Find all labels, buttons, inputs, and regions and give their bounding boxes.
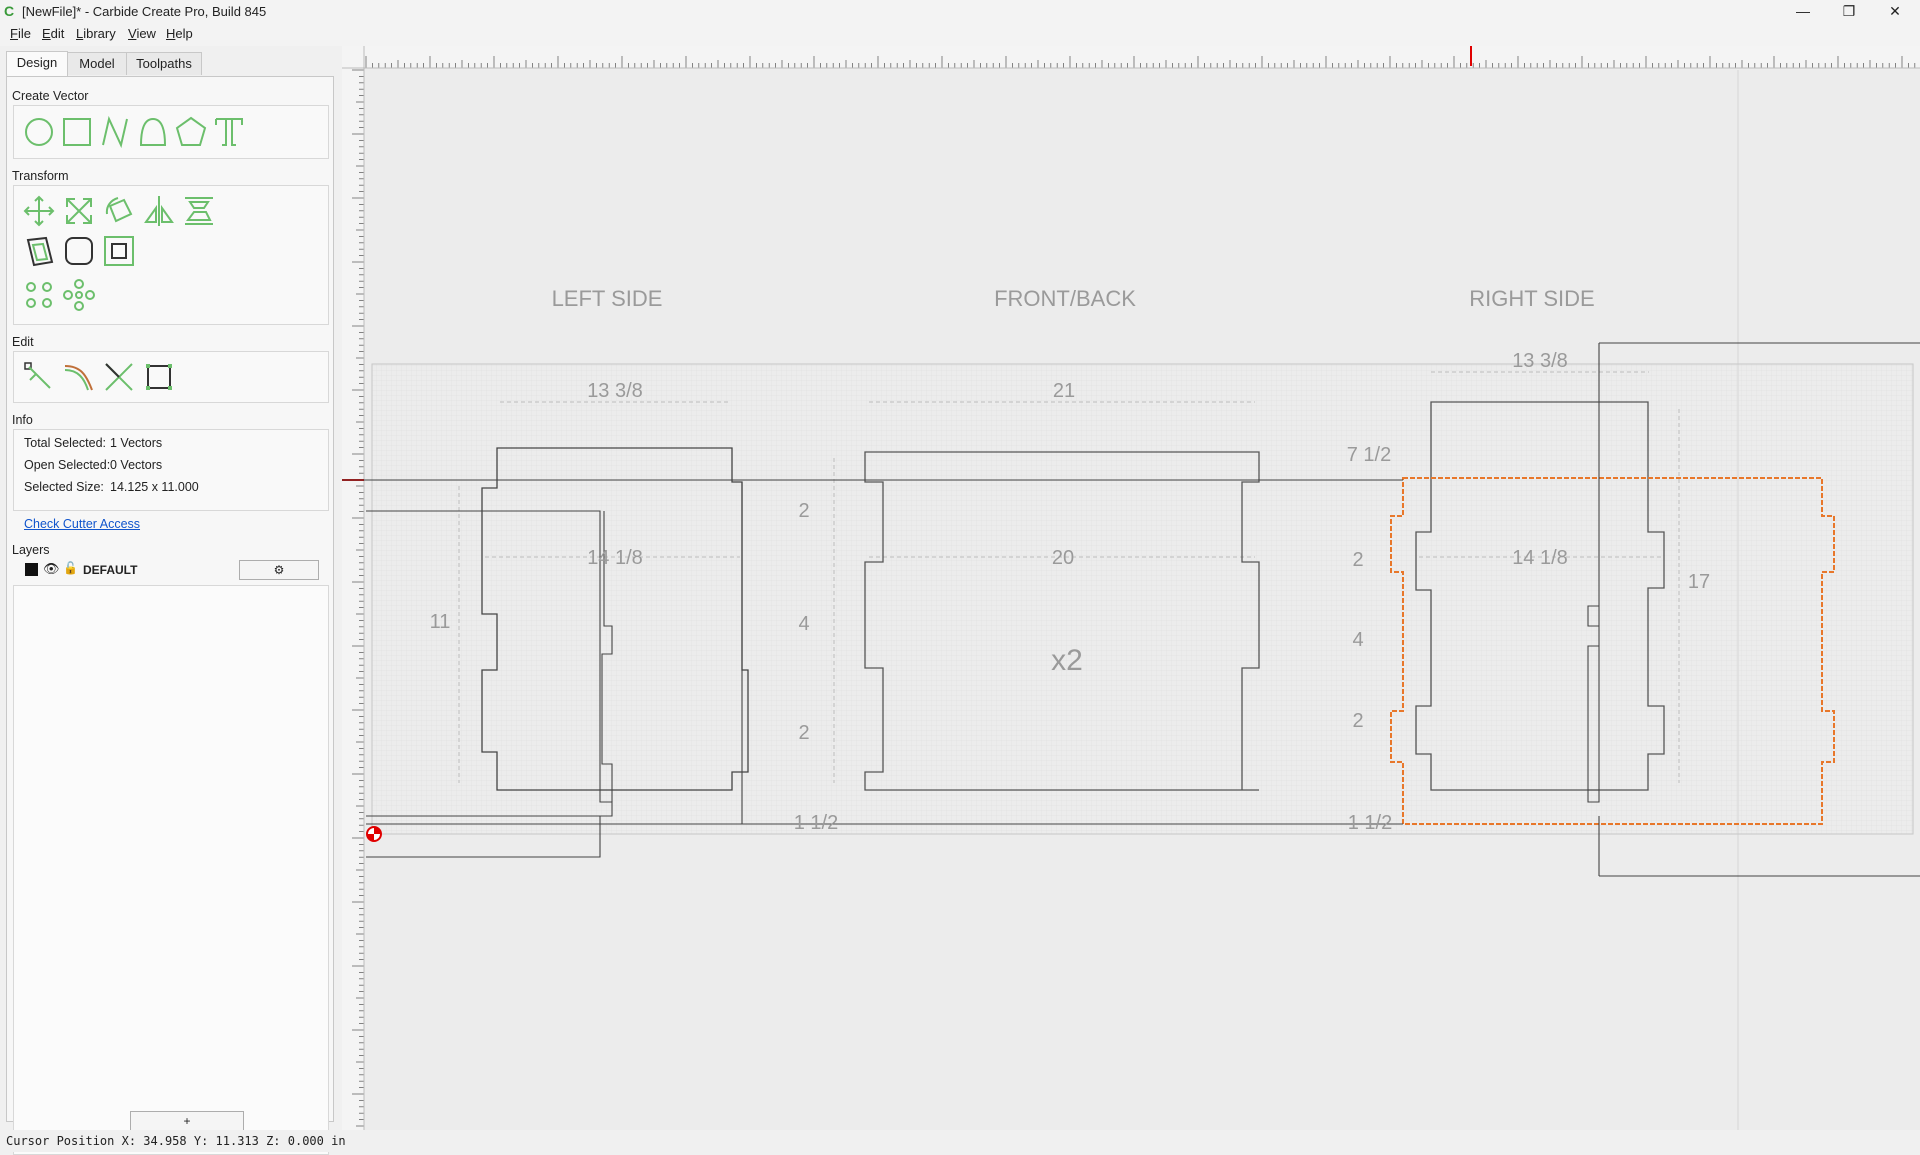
ruler-ticks	[352, 56, 1916, 1127]
rotate-icon[interactable]	[102, 194, 136, 228]
heading-front-back: FRONT/BACK	[994, 286, 1136, 311]
menu-edit[interactable]: Edit	[42, 26, 65, 41]
open-selected-value: 0 Vectors	[110, 458, 163, 472]
layers-list	[13, 585, 329, 1155]
dim-right-4: 4	[1352, 629, 1363, 651]
design-canvas[interactable]: LEFT SIDE FRONT/BACK RIGHT SIDE	[342, 46, 1920, 1130]
left-panel: Design Model Toolpaths Create Vector Tra…	[0, 46, 340, 1155]
menu-library[interactable]: Library	[76, 26, 116, 41]
heading-right-side: RIGHT SIDE	[1469, 286, 1595, 311]
tab-design[interactable]: Design	[6, 51, 68, 76]
inset-icon[interactable]	[102, 234, 136, 268]
horizontal-ruler	[342, 46, 1920, 68]
text-tool-icon[interactable]	[212, 115, 246, 149]
dim-front-2b: 2	[798, 722, 809, 744]
info-group: Total Selected: 1 Vectors Open Selected:…	[13, 429, 329, 511]
dim-right-top: 13 3/8	[1512, 350, 1568, 372]
selected-vector[interactable]	[1390, 477, 1835, 825]
stock-material-grid	[371, 363, 1914, 835]
right-side-outline[interactable]	[1415, 401, 1665, 791]
cut-icon[interactable]	[102, 360, 136, 394]
front-back-outline[interactable]	[864, 451, 1260, 791]
menu-help[interactable]: Help	[166, 26, 193, 41]
dim-front-1-5: 1 1/2	[794, 812, 838, 834]
create-vector-heading: Create Vector	[12, 89, 89, 103]
dim-front-4: 4	[798, 613, 809, 635]
layer-settings-button[interactable]: ⚙	[239, 560, 319, 580]
edit-heading: Edit	[12, 335, 34, 349]
lock-icon[interactable]: 🔓	[63, 561, 78, 575]
trim-curve-icon[interactable]	[62, 360, 96, 394]
check-cutter-access-link[interactable]: Check Cutter Access	[24, 517, 141, 531]
selected-size-value: 14.125 x 11.000	[110, 480, 199, 494]
bounding-box-icon[interactable]	[142, 360, 176, 394]
info-heading: Info	[12, 413, 33, 427]
dim-front-2a: 2	[798, 500, 809, 522]
layers-heading: Layers	[12, 543, 50, 557]
dimension-labels: 13 3/8 14 1/8 11 21 20 x2 2 4 2 1 1/2 13…	[430, 350, 1711, 834]
overlapping-vectors[interactable]	[342, 342, 1920, 877]
close-button[interactable]: ✕	[1889, 3, 1901, 19]
title-bar: C [NewFile]* - Carbide Create Pro, Build…	[0, 0, 1920, 24]
transform-group	[13, 185, 329, 325]
menu-file[interactable]: File	[10, 26, 31, 41]
canvas-drawing[interactable]: LEFT SIDE FRONT/BACK RIGHT SIDE	[342, 46, 1920, 1130]
tab-model[interactable]: Model	[67, 52, 127, 75]
dim-right-7-5: 7 1/2	[1347, 444, 1391, 466]
circle-tool-icon[interactable]	[22, 115, 56, 149]
dim-right-2b: 2	[1352, 710, 1363, 732]
transform-heading: Transform	[12, 169, 69, 183]
selected-size-label: Selected Size:	[24, 480, 104, 494]
rectangle-tool-icon[interactable]	[60, 115, 94, 149]
dimension-lines	[458, 371, 1680, 783]
maximize-button[interactable]: ❐	[1842, 3, 1856, 19]
curve-tool-icon[interactable]	[136, 115, 170, 149]
circular-array-icon[interactable]	[62, 278, 96, 312]
vertical-ruler	[342, 46, 364, 1130]
app-logo-icon: C	[4, 3, 15, 19]
create-vector-group	[13, 105, 329, 159]
dim-right-mid: 14 1/8	[1512, 547, 1568, 569]
dim-left-mid: 14 1/8	[587, 547, 643, 569]
dim-front-mid: 20	[1052, 547, 1074, 569]
dim-right-17: 17	[1688, 571, 1710, 593]
menu-bar: File Edit Library View Help	[0, 24, 1920, 46]
window-title: [NewFile]* - Carbide Create Pro, Build 8…	[22, 4, 267, 19]
dim-right-2a: 2	[1352, 549, 1363, 571]
edit-group	[13, 351, 329, 403]
offset-icon[interactable]	[22, 234, 56, 268]
front-quantity-label: x2	[1051, 644, 1083, 677]
status-bar: Cursor Position X: 34.958 Y: 11.313 Z: 0…	[0, 1130, 1920, 1152]
polyline-tool-icon[interactable]	[98, 115, 132, 149]
move-icon[interactable]	[22, 194, 56, 228]
dim-left-height: 11	[430, 611, 451, 633]
dim-left-top: 13 3/8	[587, 380, 643, 402]
dim-front-top: 21	[1053, 380, 1075, 402]
layer-color-swatch[interactable]	[25, 563, 38, 576]
minimize-button[interactable]: —	[1796, 3, 1810, 19]
layer-row[interactable]: 👁 🔓 DEFAULT ⚙	[13, 559, 327, 581]
heading-left-side: LEFT SIDE	[552, 286, 663, 311]
origin-marker-icon	[366, 826, 382, 842]
node-edit-icon[interactable]	[22, 360, 56, 394]
dim-right-1-5: 1 1/2	[1348, 812, 1392, 834]
design-panel: Create Vector Transform Edit	[6, 76, 334, 1155]
array-icon[interactable]	[22, 278, 56, 312]
gear-icon: ⚙	[273, 563, 285, 577]
menu-view[interactable]: View	[128, 26, 156, 41]
eye-icon[interactable]: 👁	[43, 561, 60, 576]
mirror-icon[interactable]	[142, 194, 176, 228]
total-selected-label: Total Selected:	[24, 436, 106, 450]
scale-icon[interactable]	[62, 194, 96, 228]
open-selected-label: Open Selected:	[24, 458, 111, 472]
tab-toolpaths[interactable]: Toolpaths	[126, 52, 202, 75]
total-selected-value: 1 Vectors	[110, 436, 163, 450]
layer-name[interactable]: DEFAULT	[83, 563, 138, 577]
fillet-icon[interactable]	[62, 234, 96, 268]
align-icon[interactable]	[182, 194, 216, 228]
polygon-tool-icon[interactable]	[174, 115, 208, 149]
